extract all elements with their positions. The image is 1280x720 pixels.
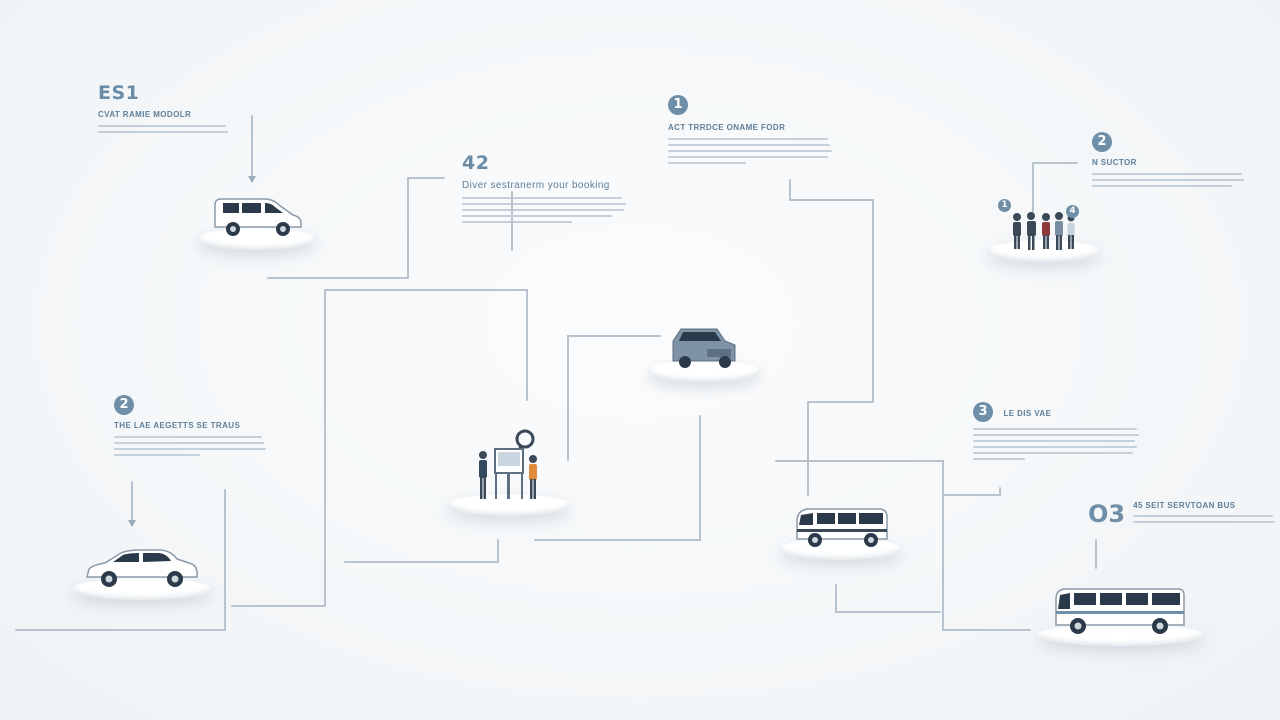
step-number: 42 — [462, 152, 490, 174]
step-title: Diver sestranerm your booking — [462, 180, 610, 191]
step-title: THE LAE AEGETTS SE TRAUS — [114, 421, 241, 430]
arrow-head — [248, 176, 256, 183]
step-number-badge: 2 — [1092, 132, 1112, 152]
step-number: O3 — [1088, 500, 1126, 528]
step-description — [462, 197, 637, 223]
group-badge-right: 4 — [1066, 205, 1079, 218]
step-number: ES1 — [98, 82, 140, 104]
step-description — [668, 138, 838, 164]
van-icon — [198, 189, 316, 239]
platform-pickup — [648, 312, 760, 382]
step-title: CVAT RAMIE MODOLR — [98, 110, 192, 119]
platform-disc — [448, 494, 570, 516]
step-title: 45 SEIT SERVTOAN BUS — [1133, 501, 1236, 510]
step-title: N SUCTOR — [1092, 158, 1137, 167]
connector-line — [267, 177, 445, 279]
platform-disc — [648, 360, 760, 382]
bus-icon — [1036, 581, 1204, 635]
step-2-left: 2 THE LAE AEGETTS SE TRAUS — [114, 395, 274, 460]
step-description — [1092, 173, 1252, 187]
platform-minibus — [780, 490, 902, 560]
step-1: 1 ACT TRRDCE ONAME FODR — [668, 95, 838, 168]
step-description — [114, 436, 274, 456]
magnifier-icon — [515, 429, 535, 449]
step-number-badge: 2 — [114, 395, 134, 415]
step-description — [1133, 515, 1276, 523]
connector-line — [944, 487, 1001, 496]
step-42: 42 Diver sestranerm your booking — [462, 152, 637, 227]
step-title: LE DIS VAE — [1003, 409, 1052, 419]
step-description — [98, 125, 248, 133]
platform-kiosk — [448, 424, 570, 516]
connector-line — [567, 335, 661, 461]
step-title: ACT TRRDCE ONAME FODR — [668, 123, 786, 132]
platform-van — [198, 180, 316, 250]
step-es1: ES1 CVAT RAMIE MODOLR — [98, 82, 248, 137]
step-number-badge: 3 — [973, 402, 993, 422]
connector-line — [344, 539, 499, 563]
platform-bus — [1036, 570, 1204, 646]
step-number-badge: 1 — [668, 95, 688, 115]
people-group-icon — [988, 205, 1100, 251]
connector-line — [789, 179, 874, 496]
connector-line — [534, 415, 701, 541]
connector-line — [15, 489, 226, 631]
step-3: 3 LE DIS VAE — [973, 402, 1143, 464]
booking-kiosk-icon — [448, 425, 570, 505]
minibus-icon — [780, 501, 902, 549]
platform-people — [988, 198, 1100, 262]
group-badge-left: 1 — [998, 199, 1011, 212]
step-o3-header: O3 45 SEIT SERVTOAN BUS — [1088, 500, 1276, 528]
arrow-head — [128, 520, 136, 527]
platform-sedan — [72, 538, 212, 600]
connector-line — [775, 460, 1031, 631]
pickup-truck-icon — [648, 321, 760, 371]
connector-line — [231, 289, 528, 607]
step-2-top: 2 N SUCTOR — [1092, 132, 1252, 191]
connector-line — [835, 584, 941, 613]
step-o3: O3 45 SEIT SERVTOAN BUS — [1088, 500, 1276, 528]
sedan-icon — [72, 545, 212, 589]
step-description — [973, 428, 1143, 460]
